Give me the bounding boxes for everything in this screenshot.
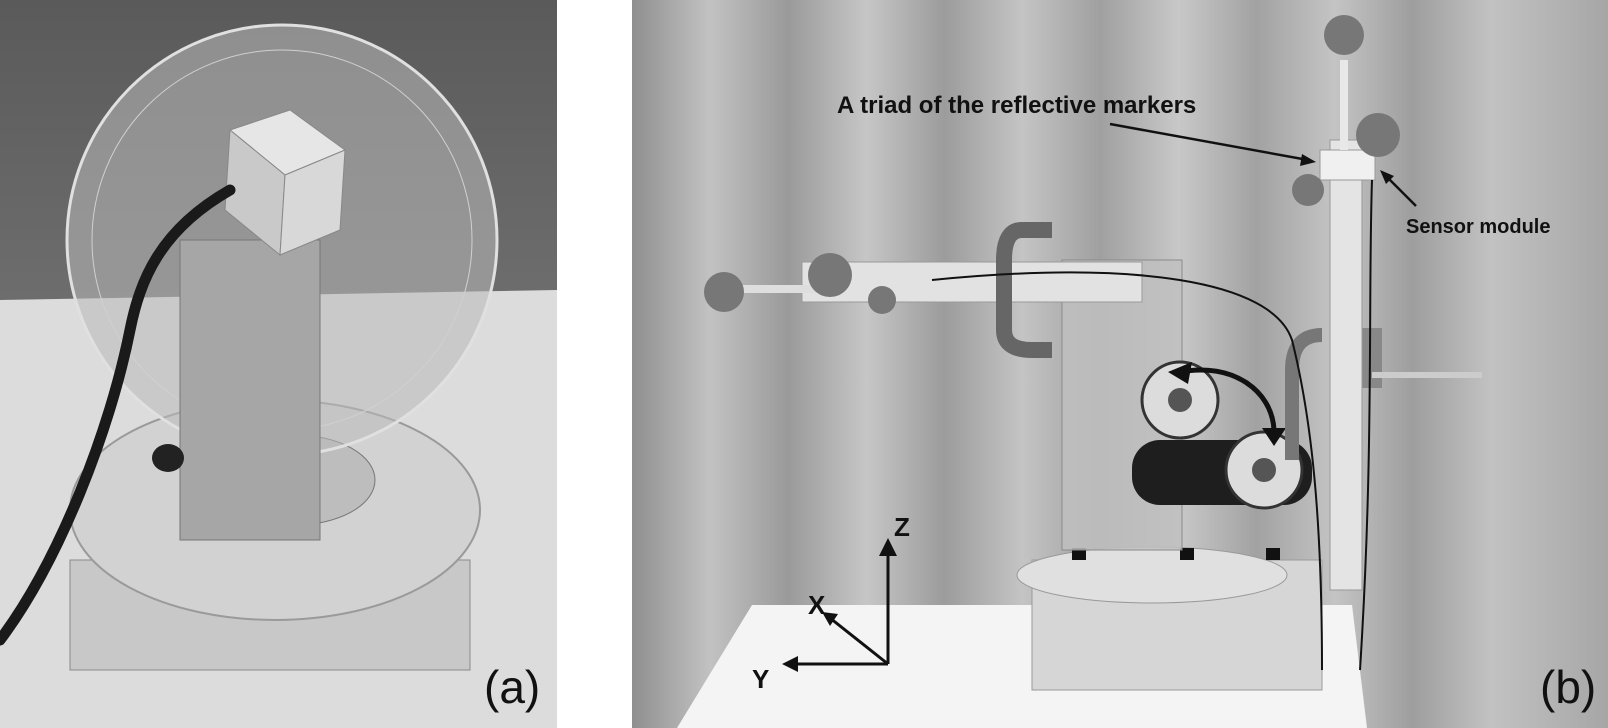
- axis-label-y: Y: [752, 664, 770, 694]
- panel-label-b: (b): [1540, 661, 1597, 713]
- markers-annotation: A triad of the reflective markers: [837, 92, 1197, 119]
- photo-panel-a: (a): [0, 0, 557, 728]
- sensor-module-annotation: Sensor module: [1406, 216, 1551, 238]
- photo-panel-b: A triad of the reflective markers Sensor…: [632, 0, 1608, 728]
- panel-label-a: (a): [484, 661, 541, 713]
- axis-label-x: X: [808, 590, 826, 620]
- photo-a-illustration: [0, 0, 557, 728]
- photo-b-illustration: [632, 0, 1608, 728]
- axis-label-z: Z: [894, 512, 910, 542]
